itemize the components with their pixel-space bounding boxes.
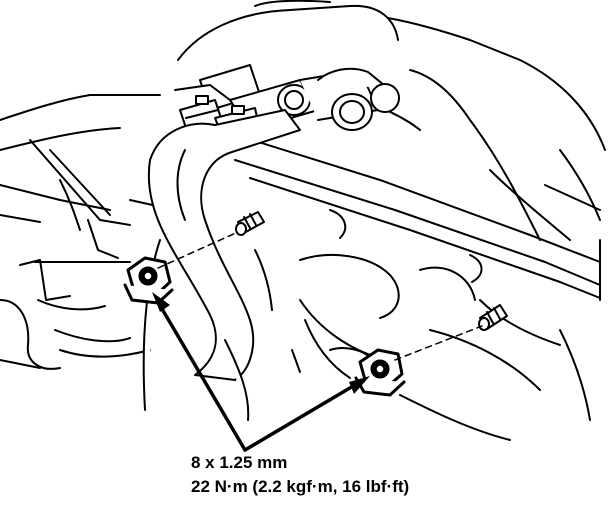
- flange-nut-left: [123, 256, 174, 305]
- left-bracket: [0, 94, 176, 370]
- stud-lower: [478, 304, 508, 331]
- callout-arrowheads: [152, 292, 370, 394]
- alignment-lines: [157, 231, 483, 361]
- callout-leaders: [156, 300, 362, 452]
- lower-engine-body: [254, 249, 591, 441]
- cylinder-head-flange: [219, 129, 601, 299]
- stud-upper: [235, 211, 265, 236]
- engine-block-outline: [177, 0, 606, 301]
- thread-size-label: 8 x 1.25 mm: [191, 453, 288, 472]
- heater-pipe-fittings: [174, 64, 400, 131]
- flange-nut-right: [354, 348, 406, 397]
- torque-spec-label: 22 N·m (2.2 kgf·m, 16 lbf·ft): [191, 477, 410, 496]
- fastener-spec-callout: 8 x 1.25 mm 22 N·m (2.2 kgf·m, 16 lbf·ft…: [191, 451, 409, 499]
